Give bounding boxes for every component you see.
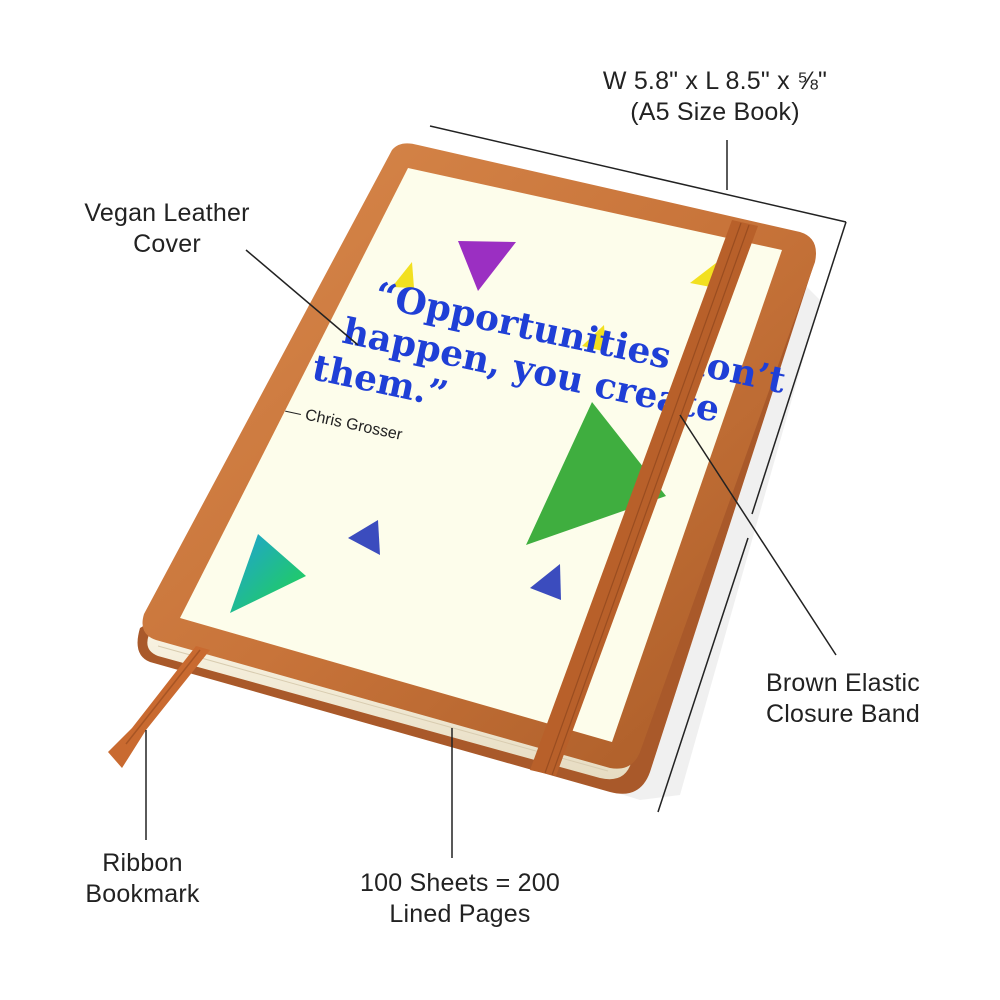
band-label-line2: Closure Band xyxy=(766,700,920,728)
band-label: Brown Elastic Closure Band xyxy=(738,668,948,730)
triangle-shape xyxy=(392,262,414,288)
triangle-shape xyxy=(458,241,516,291)
triangle-shape xyxy=(526,402,666,545)
dimensions-size: W 5.8" x L 8.5" x ⅝" xyxy=(602,67,828,95)
pages-label-line1: 100 Sheets = 200 xyxy=(360,869,560,897)
ribbon-bookmark xyxy=(108,646,210,768)
dimensions-label: W 5.8" x L 8.5" x ⅝" (A5 Size Book) xyxy=(560,66,870,128)
callout-lines xyxy=(145,125,847,858)
band-callout-line xyxy=(679,414,837,656)
dimension-line-top xyxy=(429,125,847,223)
cover-label: Vegan Leather Cover xyxy=(52,198,282,260)
triangle-shape xyxy=(582,325,606,352)
cover-print-panel xyxy=(180,168,782,742)
cover-callout-line xyxy=(245,249,359,346)
cover-label-line2: Cover xyxy=(133,230,201,258)
ribbon-label-line1: Ribbon xyxy=(102,849,183,877)
cover-label-line1: Vegan Leather xyxy=(84,199,250,227)
triangle-shape xyxy=(530,564,561,600)
dimension-line-side xyxy=(751,221,847,515)
triangle-shape xyxy=(348,520,380,555)
ribbon-label: Ribbon Bookmark xyxy=(60,848,225,910)
dimension-line-side-lower xyxy=(657,537,749,813)
band-label-line1: Brown Elastic xyxy=(765,669,921,697)
ribbon-label-line2: Bookmark xyxy=(85,880,200,908)
pages-label: 100 Sheets = 200 Lined Pages xyxy=(330,868,590,930)
dimensions-format: (A5 Size Book) xyxy=(630,98,800,126)
triangle-shape xyxy=(230,534,306,613)
pages-label-line2: Lined Pages xyxy=(389,900,531,928)
